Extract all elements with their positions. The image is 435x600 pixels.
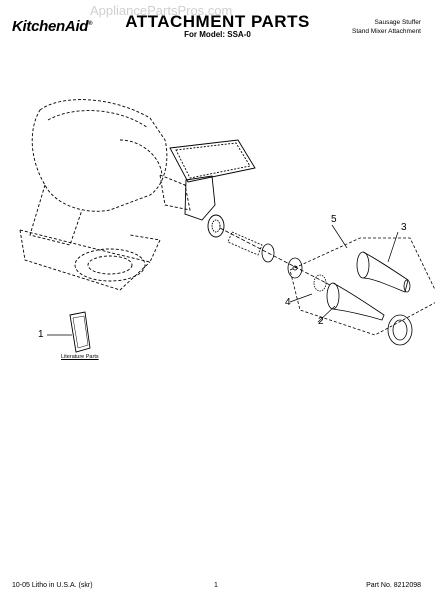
description-line-1: Sausage Stuffer	[374, 19, 422, 26]
model-line: For Model: SSA-0	[184, 30, 251, 39]
literature-booklet-icon	[69, 311, 91, 353]
footer-page-number: 1	[214, 582, 218, 589]
callout-4: 4	[285, 297, 291, 308]
description-line-2: Stand Mixer Attachment	[351, 28, 421, 35]
callout-leaders	[47, 224, 399, 336]
callout-3: 3	[401, 222, 407, 233]
stand-mixer-outline	[19, 99, 191, 291]
grinder-assembly	[169, 139, 256, 238]
callout-2: 2	[318, 316, 324, 327]
footer-part-number: Part No. 8212098	[366, 582, 421, 589]
callout-5: 5	[331, 214, 337, 225]
brand-name: KitchenAid	[12, 18, 89, 35]
callout-1: 1	[38, 329, 44, 340]
brand-logo: KitchenAid®	[12, 18, 93, 35]
footer-litho: 10-05 Litho in U.S.A. (skr)	[12, 582, 93, 589]
watermark-text: AppliancePartsPros.com	[90, 3, 233, 18]
literature-parts-label: Literature Parts	[61, 354, 99, 360]
exploded-parts	[219, 227, 435, 346]
page-title: ATTACHMENT PARTS	[125, 12, 310, 31]
brand-mark: ®	[88, 21, 93, 27]
